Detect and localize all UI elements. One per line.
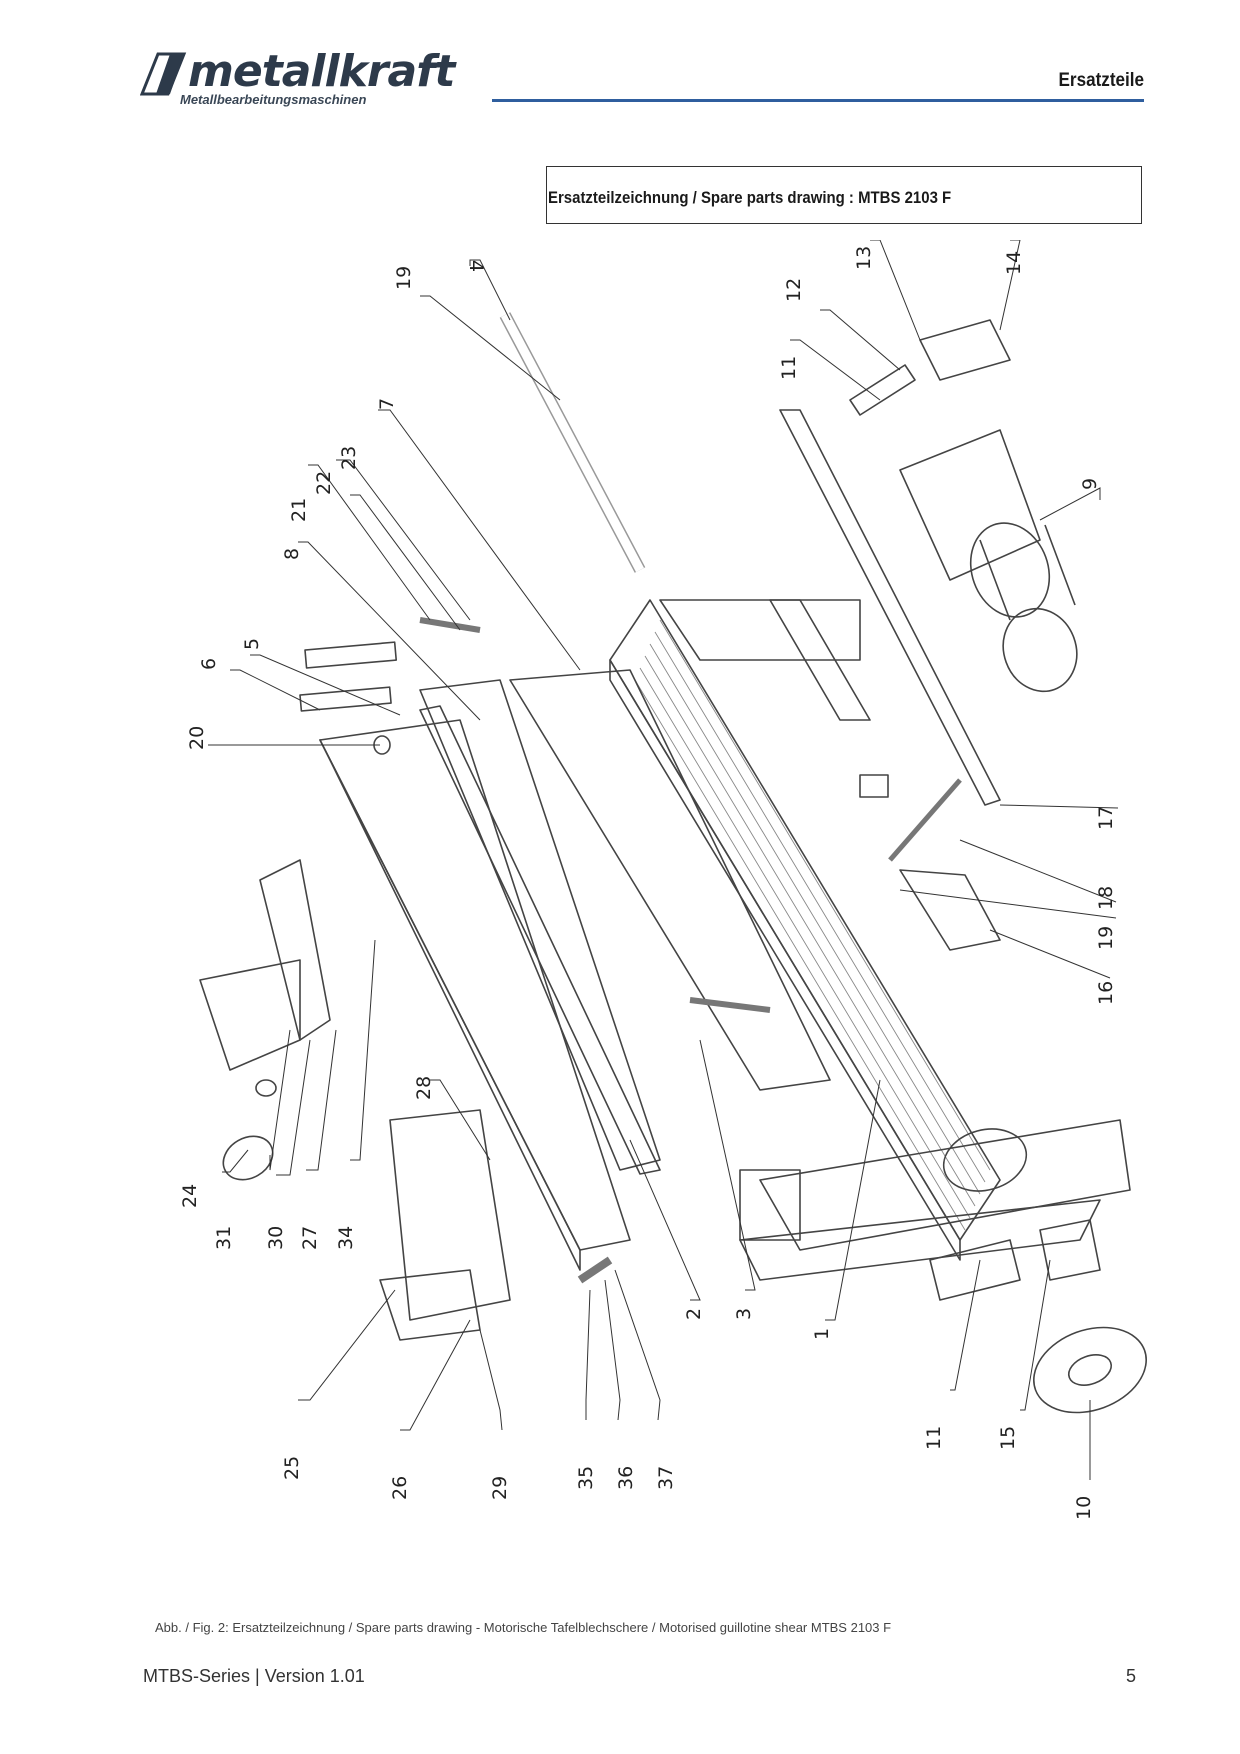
callout-31: 30 (265, 1226, 287, 1250)
hold-down-left (259, 859, 331, 1041)
callout-25: 24 (179, 1184, 201, 1208)
callout-29: 29 (489, 1476, 511, 1500)
brand-logo: metallkraft Metallbearbeitungsmaschinen (140, 46, 500, 110)
callout-5: 5 (241, 638, 263, 650)
callout-2: 2 (683, 1308, 705, 1320)
callout-27: 26 (389, 1476, 411, 1500)
callout-18: 18 (1095, 886, 1117, 910)
section-title: Ersatzteile (1058, 70, 1144, 91)
drive-motor (899, 429, 1041, 581)
callout-10: 10 (1073, 1496, 1095, 1520)
figure-caption: Abb. / Fig. 2: Ersatzteilzeichnung / Spa… (155, 1620, 892, 1635)
callout-26: 25 (281, 1456, 303, 1480)
bracket-13-14 (919, 319, 1011, 381)
callout-20: 19 (393, 266, 415, 290)
callout-4: 4 (465, 260, 487, 272)
callout-30: 28 (413, 1076, 435, 1100)
callout-21: 20 (186, 726, 208, 750)
callout-24: 23 (338, 446, 360, 470)
callout-9: 9 (1079, 478, 1101, 490)
callout-19: 19 (1095, 926, 1117, 950)
drawing-title: Ersatzteilzeichnung / Spare parts drawin… (548, 188, 952, 207)
callout-8: 8 (281, 548, 303, 560)
logo-mark-icon (140, 52, 187, 96)
flange-plate (1033, 1326, 1147, 1414)
callout-37: 37 (655, 1466, 677, 1490)
callout-23: 22 (313, 471, 335, 495)
brand-name: metallkraft (188, 46, 455, 97)
callout-28: 27 (299, 1226, 321, 1250)
callout-11-bottom: 11 (923, 1426, 945, 1450)
callout-36: 36 (615, 1466, 637, 1490)
callout-6: 6 (198, 658, 220, 670)
footer-version: MTBS-Series | Version 1.01 (143, 1666, 365, 1686)
callout-22: 21 (288, 498, 310, 522)
callout-11-top: 11 (778, 356, 800, 380)
callout-12: 12 (783, 278, 805, 302)
hold-down-right (389, 1109, 511, 1321)
exploded-parts-drawing: 4 19 7 23 22 21 8 5 6 20 11 12 13 14 9 1… (179, 240, 1147, 1520)
page-number: 5 (1125, 1666, 1136, 1686)
title-frame (546, 166, 1142, 224)
callout-16: 16 (1095, 981, 1117, 1005)
header-divider (492, 99, 1144, 102)
brand-tagline: Metallbearbeitungsmaschinen (180, 92, 367, 107)
callout-7: 7 (376, 398, 398, 410)
handwheel (222, 1135, 274, 1181)
callout-35: 35 (575, 1466, 597, 1490)
callout-15: 15 (997, 1426, 1019, 1450)
callout-34: 34 (335, 1226, 357, 1250)
callout-32: 31 (213, 1226, 235, 1250)
side-frame (759, 1119, 1131, 1251)
callout-14: 14 (1003, 251, 1025, 275)
callout-17: 17 (1095, 806, 1117, 830)
callout-13: 13 (853, 246, 875, 270)
callout-3: 3 (733, 1308, 755, 1320)
callout-1: 1 (811, 1328, 833, 1340)
